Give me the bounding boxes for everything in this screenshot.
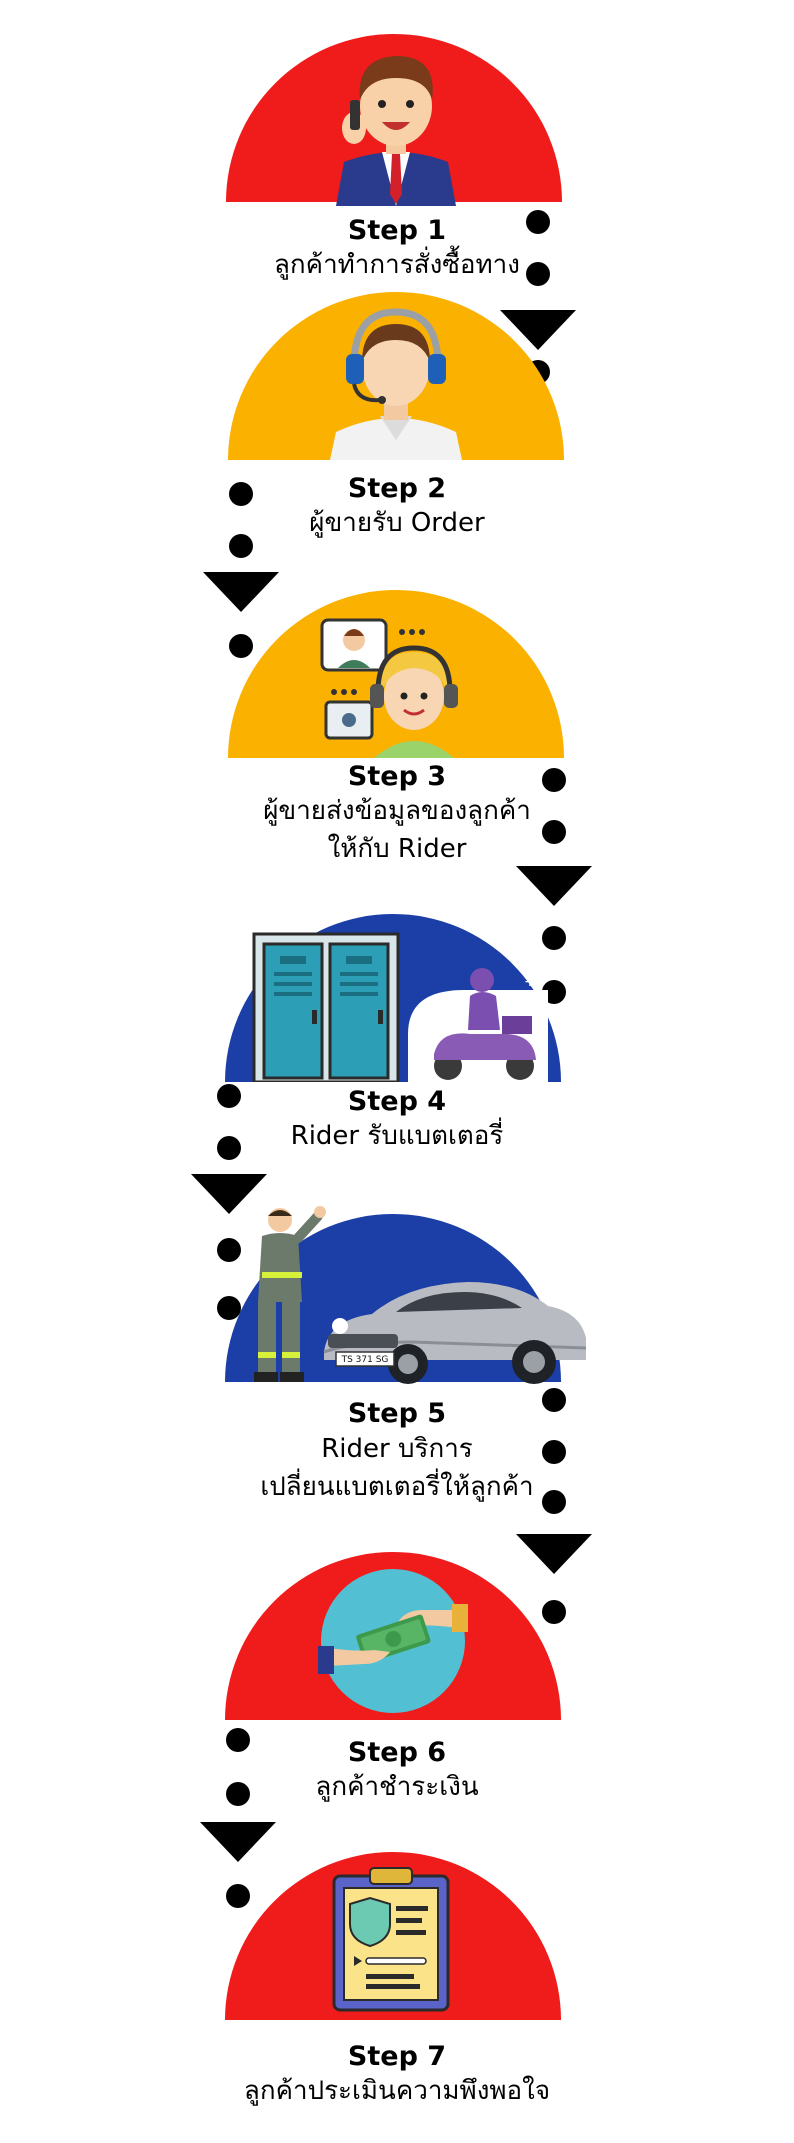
down-arrow-icon <box>191 1174 267 1214</box>
step2-title: Step 2 <box>347 473 447 504</box>
step1-description: ลูกค้าทำการสั่งซื้อทาง <box>274 250 520 280</box>
connector-dot <box>526 262 550 286</box>
connector-dot <box>229 482 253 506</box>
mechanic-and-car-icon <box>232 1202 592 1386</box>
down-arrow-icon <box>516 1534 592 1574</box>
connector-dot <box>542 1440 566 1464</box>
connector-dot <box>229 534 253 558</box>
step6-title: Step 6 <box>347 1737 447 1768</box>
clipboard-checklist-icon <box>326 1866 456 2012</box>
connector-dot <box>526 210 550 234</box>
call-center-agent-icon <box>318 300 474 460</box>
connector-dot <box>226 1728 250 1752</box>
down-arrow-icon <box>203 572 279 612</box>
connector-dot <box>542 1490 566 1514</box>
money-payment-icon <box>318 1566 468 1716</box>
step7-description: ลูกค้าประเมินความพึงพอใจ <box>243 2076 551 2106</box>
battery-lockers-and-scooter-icon: + + <box>250 926 554 1082</box>
connector-dot <box>217 1136 241 1160</box>
connector-dot <box>217 1238 241 1262</box>
step5-description-line1: Rider บริการ <box>321 1434 473 1464</box>
license-plate: TS 371 SG <box>341 1355 389 1365</box>
customer-support-team-icon <box>318 612 468 758</box>
step6-description: ลูกค้าชำระเงิน <box>315 1772 479 1802</box>
step5-description-line2: เปลี่ยนแบตเตอรี่ให้ลูกค้า <box>260 1472 534 1502</box>
step3-description-line2: ให้กับ Rider <box>327 834 467 864</box>
step4-title: Step 4 <box>347 1086 447 1117</box>
connector-dot <box>542 1388 566 1412</box>
businessman-phone-icon <box>326 34 466 206</box>
step3-description-line1: ผู้ขายส่งข้อมูลของลูกค้า <box>263 796 531 826</box>
connector-dot <box>542 926 566 950</box>
svg-text:+: + <box>538 991 548 1005</box>
connector-dot <box>542 1600 566 1624</box>
connector-dot <box>217 1084 241 1108</box>
connector-dot <box>217 1296 241 1320</box>
down-arrow-icon <box>200 1822 276 1862</box>
connector-dot <box>229 634 253 658</box>
connector-dot <box>226 1884 250 1908</box>
connector-dot <box>542 820 566 844</box>
connector-dot <box>542 768 566 792</box>
down-arrow-icon <box>516 866 592 906</box>
connector-dot <box>226 1782 250 1806</box>
step1-title: Step 1 <box>347 215 447 246</box>
step5-title: Step 5 <box>347 1398 447 1429</box>
step2-description: ผู้ขายรับ Order <box>309 508 485 538</box>
step4-description: Rider รับแบตเตอรี่ <box>290 1121 504 1151</box>
step7-title: Step 7 <box>347 2041 447 2072</box>
svg-text:+: + <box>524 974 536 990</box>
step3-title: Step 3 <box>347 761 447 792</box>
